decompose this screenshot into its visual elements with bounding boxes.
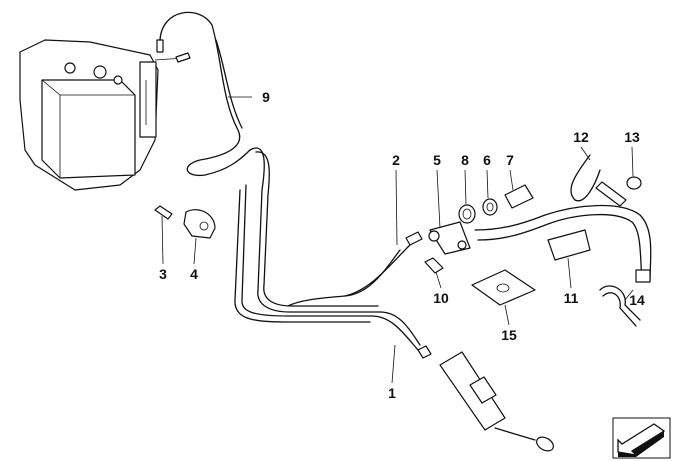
callout-2[interactable]: 2	[392, 152, 400, 168]
brake-line-9	[159, 11, 421, 351]
callout-9[interactable]: 9	[262, 89, 270, 105]
arrow-down-left-icon[interactable]	[612, 417, 671, 459]
callout-15[interactable]: 15	[501, 327, 517, 343]
callout-8[interactable]: 8	[461, 152, 469, 168]
clutch-slave-cylinder	[417, 345, 554, 452]
callout-10[interactable]: 10	[433, 290, 449, 306]
callout-4[interactable]: 4	[190, 266, 198, 282]
leader-lines	[161, 96, 634, 384]
callout-6[interactable]: 6	[483, 152, 491, 168]
bracket-4	[183, 209, 216, 239]
callout-1[interactable]: 1	[388, 385, 396, 401]
callout-12[interactable]: 12	[573, 129, 589, 145]
callout-7[interactable]: 7	[506, 152, 514, 168]
bolt-3	[154, 205, 173, 220]
callout-5[interactable]: 5	[433, 152, 441, 168]
callout-13[interactable]: 13	[624, 129, 640, 145]
callout-11[interactable]: 11	[563, 290, 579, 306]
callout-3[interactable]: 3	[159, 266, 167, 282]
abs-hydraulic-unit	[19, 39, 186, 191]
callout-14[interactable]: 14	[629, 292, 645, 308]
